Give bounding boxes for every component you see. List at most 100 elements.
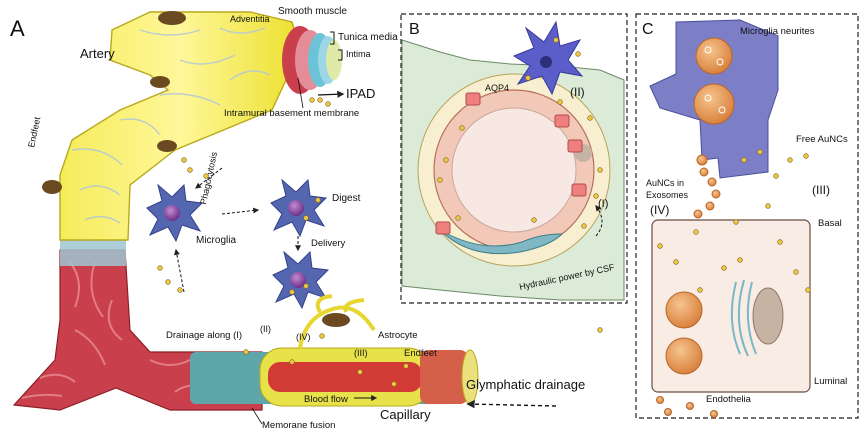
aunc-particle: [673, 259, 679, 265]
aunc-particle: [733, 219, 739, 225]
aunc-particle: [303, 215, 309, 221]
aunc-particles: [157, 37, 811, 387]
pericyte: [439, 229, 564, 255]
label-tunica-media: Tunica media: [338, 32, 398, 43]
aunc-particle: [721, 265, 727, 271]
aunc-particle: [557, 99, 563, 105]
label-capillary: Capillary: [380, 407, 431, 422]
aunc-particle: [805, 287, 811, 293]
aunc-particle: [765, 203, 771, 209]
panel-a-letter: A: [10, 16, 25, 41]
capillary-vessel: [190, 294, 479, 407]
panel-c-lower-exosome-trail: [656, 396, 718, 418]
aunc-particle: [403, 363, 409, 369]
aunc-particle: [793, 269, 799, 275]
aunc-particle: [777, 239, 783, 245]
label-microglia-neurites: Microglia neurites: [740, 26, 815, 37]
aunc-particle: [553, 37, 559, 43]
label-aqp4: AQP4: [485, 83, 509, 93]
label-drainage-along: Drainage along (I): [166, 330, 242, 341]
arrow-csf: [595, 205, 603, 237]
aunc-particle: [289, 289, 295, 295]
aunc-particle: [203, 173, 209, 179]
aunc-particle: [459, 125, 465, 131]
label-endothelia: Endothelia: [706, 394, 752, 405]
label-glymphatic: Glymphatic drainage: [466, 377, 585, 392]
aunc-particle: [773, 173, 779, 179]
vessel-lumen: [451, 107, 577, 233]
label-a-iv: (IV): [296, 332, 311, 342]
label-b-ii: (II): [570, 85, 585, 99]
label-adventitia: Adventitia: [230, 14, 270, 24]
label-intramural-bm: Intramural basement membrane: [224, 108, 359, 119]
arrow-microglia-digest: [221, 207, 260, 215]
aunc-particle: [437, 177, 443, 183]
aunc-particle: [737, 257, 743, 263]
aunc-particle: [309, 97, 315, 103]
label-blood-flow: Blood flow: [304, 394, 348, 405]
arrow-ipad: [317, 90, 345, 98]
endothelial-nucleus-region: [730, 279, 784, 357]
label-basal: Basal: [818, 218, 842, 229]
bracket-tunica: [330, 31, 343, 61]
aunc-particle: [741, 157, 747, 163]
released-exosome-chain: [693, 154, 721, 219]
aunc-particle: [391, 381, 397, 387]
arrow-phagocytosis: [195, 167, 223, 189]
aunc-particle: [455, 215, 461, 221]
aunc-particle: [587, 115, 593, 121]
aunc-particle: [531, 217, 537, 223]
microglia-b: [512, 20, 584, 96]
microglia-cell: [146, 183, 204, 243]
aunc-particle: [693, 229, 699, 235]
panel-b: B AQP4 (II) (I) Hydraulic power by CSF: [400, 13, 628, 304]
label-endfeet-top: Endfeet: [26, 116, 42, 149]
aunc-particle: [581, 223, 587, 229]
leader-membrane-fusion: [251, 407, 263, 425]
label-intima: Intima: [346, 49, 371, 59]
aunc-particle: [597, 327, 603, 333]
aunc-particle: [357, 369, 363, 375]
label-astrocyte: Astrocyte: [378, 330, 418, 341]
aunc-particle: [289, 359, 295, 365]
aunc-particle: [187, 167, 193, 173]
label-digest: Digest: [332, 193, 361, 204]
label-aunc-exo-1: AuNCs in: [646, 178, 684, 188]
aunc-particle: [697, 287, 703, 293]
label-ipad: IPAD: [346, 86, 375, 101]
aunc-particle: [757, 149, 763, 155]
aunc-particle: [165, 279, 171, 285]
endothelial-exosomes: [665, 291, 703, 375]
aqp4-channels: [435, 92, 587, 235]
aunc-particle: [593, 193, 599, 199]
microglia-digest-cell: [270, 178, 328, 238]
label-smooth-muscle: Smooth muscle: [278, 6, 347, 17]
aunc-particle: [443, 157, 449, 163]
aunc-particle: [787, 157, 793, 163]
label-membrane-fusion: Memorane fusion: [262, 420, 335, 431]
arrow-glymphatic: [466, 399, 557, 409]
aunc-particle: [303, 283, 309, 289]
arrow-microglia-up: [173, 248, 185, 293]
aunc-particle: [597, 167, 603, 173]
label-b-i: (I): [598, 198, 608, 210]
label-a-iii: (III): [354, 348, 368, 358]
label-c-iv: (IV): [650, 203, 669, 217]
panel-a: A Artery Endfeet Adventitia Smooth mu: [10, 6, 585, 431]
aunc-particle: [177, 287, 183, 293]
panel-c-letter: C: [642, 21, 654, 38]
label-endfeet: Endfeet: [404, 348, 437, 359]
panel-c: C Microglia neurites Free AuNCs AuNCs in…: [635, 13, 859, 419]
aunc-particle: [325, 101, 331, 107]
aunc-particle: [181, 157, 187, 163]
label-free-aunc: Free AuNCs: [796, 134, 848, 145]
label-delivery: Delivery: [311, 238, 346, 249]
neurite-exosomes: [693, 37, 735, 125]
label-artery: Artery: [80, 46, 115, 61]
label-luminal: Luminal: [814, 376, 847, 387]
artery-endfeet-sheath: [42, 11, 301, 241]
panel-b-letter: B: [409, 21, 420, 38]
aunc-particle: [803, 153, 809, 159]
label-microglia: Microglia: [196, 235, 236, 246]
